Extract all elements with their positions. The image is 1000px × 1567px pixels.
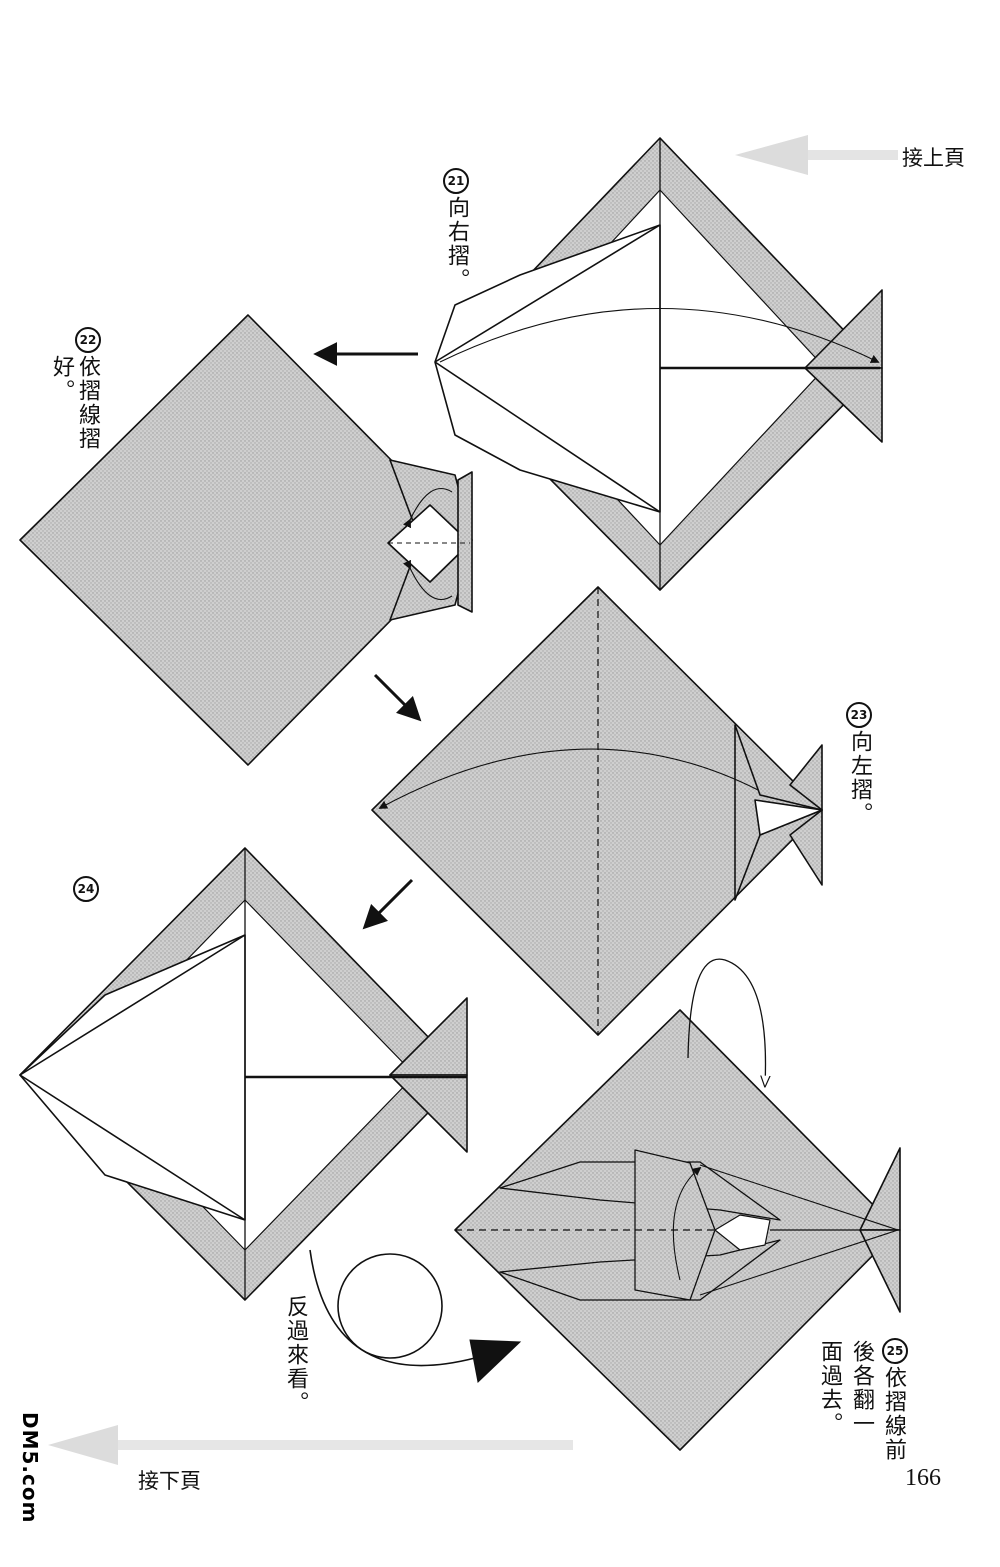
continued-to-arrow	[48, 1425, 573, 1465]
step-22-to-23-arrow	[373, 673, 422, 722]
step-25-diagram	[454, 958, 901, 1451]
step-23-diagram	[371, 586, 823, 1036]
watermark-logo: DM5.com	[18, 1412, 42, 1524]
step-21-diagram	[434, 137, 883, 591]
step-23-to-24-arrow	[362, 878, 414, 930]
flip-over-caption: 反過來看。	[283, 1295, 308, 1415]
step-25-line-1: 依摺線前	[881, 1366, 906, 1462]
continued-to-label: 接下頁	[138, 1469, 201, 1493]
continued-from-label: 接上頁	[902, 146, 965, 170]
step-21-instruction: 向右摺。	[444, 196, 469, 292]
continued-from-arrow	[735, 135, 898, 175]
step-24-diagram	[19, 847, 468, 1301]
step-22-number: 22	[75, 327, 101, 353]
step-23-instruction: 向左摺。	[847, 730, 872, 826]
page-number: 166	[905, 1465, 941, 1491]
step-22-instruction: 依摺線摺好。	[49, 355, 100, 451]
step-21-number: 21	[443, 168, 469, 194]
step-23-number: 23	[846, 702, 872, 728]
step-25-line-2: 後各翻一	[849, 1340, 874, 1436]
step-25-line-3: 面過去。	[817, 1340, 842, 1436]
step-25-number: 25	[882, 1338, 908, 1364]
step-22-diagram	[19, 314, 473, 766]
step-24-number: 24	[73, 876, 99, 902]
flip-over-symbol	[309, 1249, 522, 1383]
